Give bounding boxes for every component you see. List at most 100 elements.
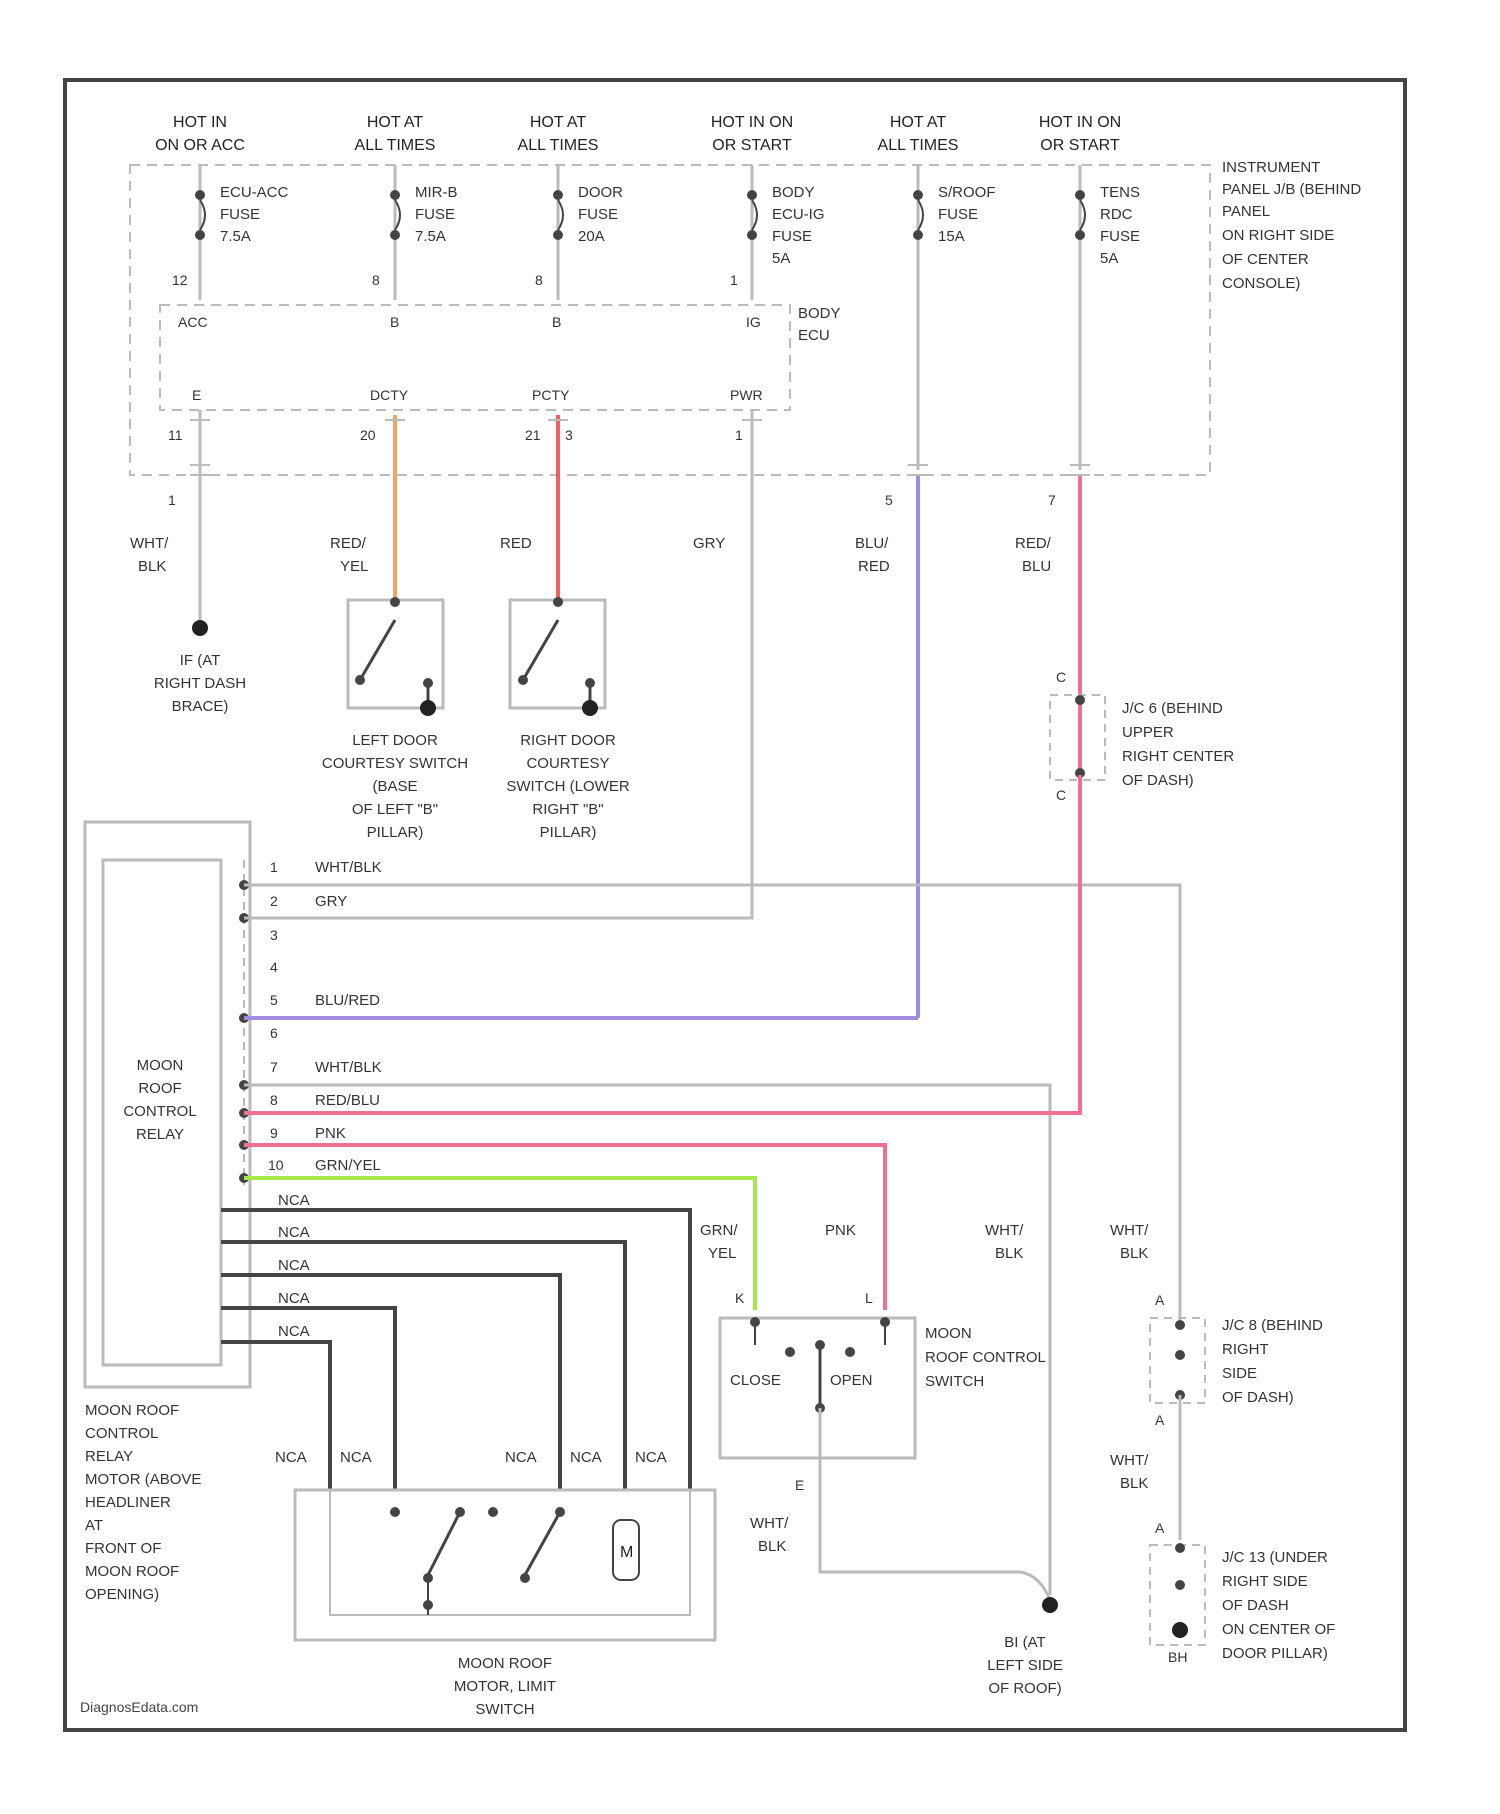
svg-text:ALL TIMES: ALL TIMES (355, 137, 436, 154)
svg-text:HOT IN ON: HOT IN ON (1039, 114, 1121, 131)
left-door-switch-label: LEFT DOOR COURTESY SWITCH (BASE OF LEFT … (322, 732, 468, 841)
svg-text:TENS: TENS (1100, 184, 1140, 201)
svg-text:OF CENTER: OF CENTER (1222, 251, 1309, 268)
svg-text:C: C (1056, 669, 1066, 685)
wire-label-wht-blk: WHT/ BLK (130, 535, 169, 575)
svg-text:7: 7 (1048, 492, 1056, 508)
svg-text:INSTRUMENT: INSTRUMENT (1222, 159, 1320, 176)
wire-label-blu-red: BLU/ RED (855, 535, 890, 575)
svg-text:3: 3 (565, 427, 573, 443)
svg-text:IF (AT: IF (AT (180, 652, 221, 669)
svg-text:WHT/: WHT/ (1110, 1222, 1149, 1239)
svg-text:YEL: YEL (340, 558, 368, 575)
relay-location-label: MOON ROOF CONTROL RELAY MOTOR (ABOVE HEA… (85, 1402, 201, 1603)
switch-pin-k: K (735, 1290, 745, 1306)
wire-label-red-blu: RED/ BLU (1015, 535, 1052, 575)
wire-label-wht-blk-b: WHT/ BLK (1110, 1222, 1149, 1262)
junction-block-label: INSTRUMENT PANEL J/B (BEHIND PANEL ON RI… (1222, 159, 1361, 292)
svg-text:NCA: NCA (278, 1224, 310, 1241)
svg-text:WHT/: WHT/ (130, 535, 169, 552)
connector-pin-numbers: 11 20 21 1 1 3 7 5 (168, 427, 1056, 508)
svg-text:NCA: NCA (635, 1449, 667, 1466)
svg-text:MOON ROOF: MOON ROOF (458, 1655, 552, 1672)
hot-label-6: HOT IN ON OR START (1039, 114, 1121, 154)
svg-text:6: 6 (270, 1025, 278, 1041)
svg-text:ROOF: ROOF (138, 1080, 181, 1097)
svg-text:BLK: BLK (1120, 1245, 1148, 1262)
jc6-upper-label: J/C 6 (BEHIND UPPER RIGHT CENTER OF DASH… (1122, 700, 1234, 789)
jc8-label: J/C 8 (BEHIND RIGHT SIDE OF DASH) (1222, 1317, 1323, 1406)
junction-block-box (130, 165, 1210, 475)
svg-text:7: 7 (270, 1059, 278, 1075)
wire-label-wht-blk-c: WHT/ BLK (1110, 1452, 1149, 1492)
ground-bi-point (1042, 1597, 1058, 1613)
svg-text:20A: 20A (578, 228, 605, 245)
svg-text:12: 12 (172, 272, 188, 288)
svg-text:RIGHT SIDE: RIGHT SIDE (1222, 1573, 1308, 1590)
svg-text:PILLAR): PILLAR) (367, 824, 424, 841)
svg-text:DOOR PILLAR): DOOR PILLAR) (1222, 1645, 1328, 1662)
svg-text:DOOR: DOOR (578, 184, 623, 201)
svg-text:OF DASH: OF DASH (1222, 1597, 1289, 1614)
svg-text:OR START: OR START (1040, 137, 1120, 154)
svg-text:BLK: BLK (138, 558, 166, 575)
relay-name-label: MOON ROOF CONTROL RELAY (123, 1057, 196, 1143)
wire-label-red: RED (500, 535, 532, 552)
svg-text:NCA: NCA (505, 1449, 537, 1466)
jc8-connector: A A (1150, 1292, 1205, 1540)
svg-text:WHT/: WHT/ (1110, 1452, 1149, 1469)
svg-text:NCA: NCA (340, 1449, 372, 1466)
fuse-column-5: S/ROOF FUSE 15A (913, 165, 996, 470)
svg-text:A: A (1155, 1292, 1165, 1308)
svg-text:RELAY: RELAY (85, 1448, 133, 1465)
svg-text:GRN/YEL: GRN/YEL (315, 1157, 381, 1174)
wire-label-wht-blk-d: WHT/ BLK (750, 1515, 789, 1555)
ground-bi-label: BI (AT LEFT SIDE OF ROOF) (987, 1634, 1063, 1697)
ecu-output-pins: E DCTY PCTY PWR (192, 387, 763, 403)
wire-switch-ground (820, 1460, 1050, 1600)
wire-label-red-yel: RED/ YEL (330, 535, 368, 575)
svg-text:WHT/: WHT/ (750, 1515, 789, 1532)
svg-text:UPPER: UPPER (1122, 724, 1174, 741)
fuse-column-3: DOOR FUSE 20A (553, 165, 623, 300)
fuse-column-2: MIR-B FUSE 7.5A (390, 165, 458, 300)
hot-label-1: HOT IN ON OR ACC (155, 114, 245, 154)
svg-text:8: 8 (372, 272, 380, 288)
svg-text:RIGHT DOOR: RIGHT DOOR (520, 732, 616, 749)
hot-label-3: HOT AT ALL TIMES (518, 114, 599, 154)
svg-text:NCA: NCA (570, 1449, 602, 1466)
svg-text:ROOF CONTROL: ROOF CONTROL (925, 1349, 1046, 1366)
fuse-column-1: ECU-ACC FUSE 7.5A (195, 165, 289, 300)
svg-text:NCA: NCA (278, 1257, 310, 1274)
switch-wire-label-pnk: PNK (825, 1222, 856, 1239)
svg-text:MOON ROOF: MOON ROOF (85, 1563, 179, 1580)
motor-m-label: M (620, 1544, 633, 1561)
svg-text:COURTESY SWITCH: COURTESY SWITCH (322, 755, 468, 772)
svg-text:BLK: BLK (758, 1538, 786, 1555)
svg-text:BODY: BODY (798, 305, 841, 322)
svg-text:CONTROL: CONTROL (85, 1425, 158, 1442)
svg-text:LEFT DOOR: LEFT DOOR (352, 732, 438, 749)
svg-text:CONSOLE): CONSOLE) (1222, 275, 1300, 292)
switch-close-label: CLOSE (730, 1372, 781, 1389)
svg-text:J/C 8 (BEHIND: J/C 8 (BEHIND (1222, 1317, 1323, 1334)
svg-text:PNK: PNK (315, 1125, 346, 1142)
svg-text:RED: RED (858, 558, 890, 575)
svg-text:SIDE: SIDE (1222, 1365, 1257, 1382)
hot-label-4: HOT IN ON OR START (711, 114, 793, 154)
svg-text:BI (AT: BI (AT (1004, 1634, 1045, 1651)
svg-text:MIR-B: MIR-B (415, 184, 458, 201)
svg-text:RIGHT "B": RIGHT "B" (532, 801, 603, 818)
svg-text:ECU-ACC: ECU-ACC (220, 184, 289, 201)
svg-text:YEL: YEL (708, 1245, 736, 1262)
svg-text:PANEL: PANEL (1222, 203, 1270, 220)
svg-text:CONTROL: CONTROL (123, 1103, 196, 1120)
svg-text:OR START: OR START (712, 137, 792, 154)
svg-text:SWITCH: SWITCH (925, 1373, 984, 1390)
svg-text:MOTOR, LIMIT: MOTOR, LIMIT (454, 1678, 556, 1695)
switch-name-label: MOON ROOF CONTROL SWITCH (925, 1325, 1046, 1390)
svg-text:8: 8 (270, 1092, 278, 1108)
svg-text:RIGHT CENTER: RIGHT CENTER (1122, 748, 1234, 765)
right-door-courtesy-switch (510, 597, 605, 716)
